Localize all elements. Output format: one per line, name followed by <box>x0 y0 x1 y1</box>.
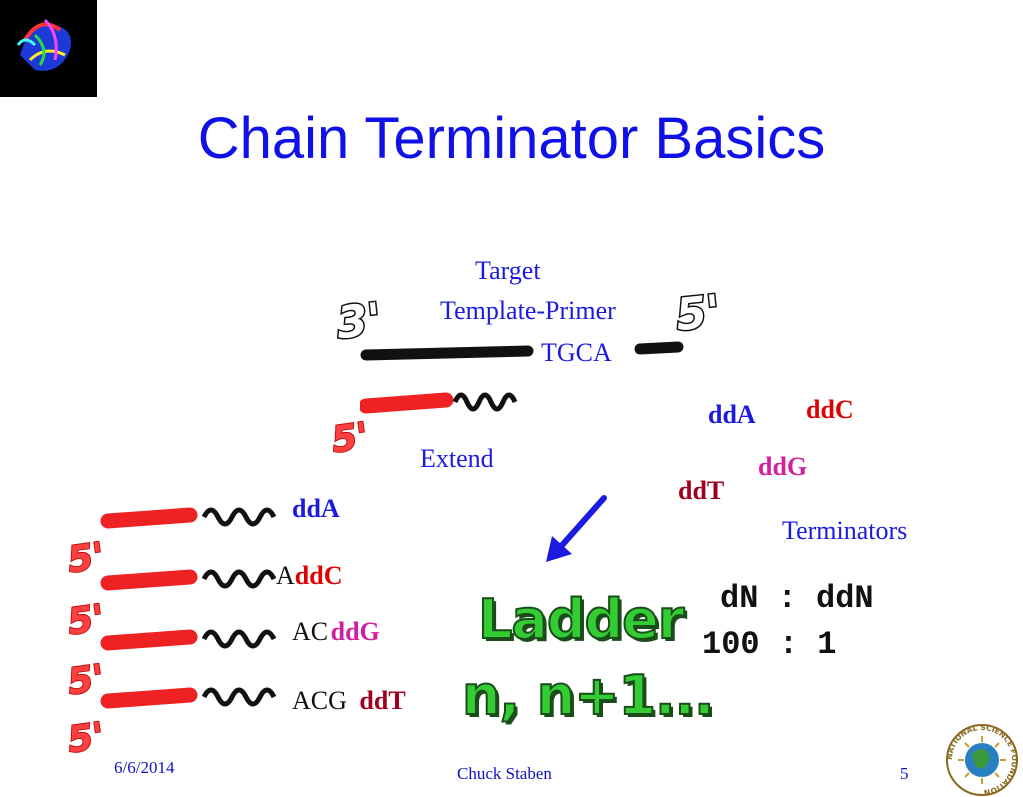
five-prime-primer-label: 5' <box>328 415 371 463</box>
ladder-row-2-prefix: A <box>276 561 295 590</box>
ladder-row-1: ddA <box>292 494 340 524</box>
five-prime-top-label: 5' <box>672 284 724 342</box>
terminator-ddg: ddG <box>758 452 808 481</box>
five-prime-ladder-1: 5' <box>64 535 107 583</box>
ladder-row-3-terminator: ddG <box>330 617 380 646</box>
terminators-label: Terminators <box>782 516 908 545</box>
footer-date: 6/6/2014 <box>114 758 175 777</box>
slide-title: Chain Terminator Basics <box>197 106 826 171</box>
ladder-heading: Ladder <box>477 587 685 652</box>
ladder-row-4: ACG ddT <box>292 686 406 716</box>
ladder-row-4-prefix: ACG <box>292 686 347 715</box>
terminator-ddc: ddC <box>806 395 854 424</box>
terminator-dda: ddA <box>708 400 756 429</box>
ratio-line-1: dN : ddN <box>720 580 874 617</box>
primer-strand <box>360 392 518 414</box>
template-primer-label: Template-Primer <box>440 296 616 325</box>
ladder-row-1-terminator: ddA <box>292 494 340 523</box>
extend-label: Extend <box>420 444 494 473</box>
ladder-row-3-prefix: AC <box>292 617 329 646</box>
ladder-row-4-terminator: ddT <box>359 686 406 715</box>
target-label: Target <box>475 256 541 285</box>
ladder-row-3: AC ddG <box>292 617 380 647</box>
ladder-strands <box>100 507 277 709</box>
tgca-label: TGCA <box>541 338 612 367</box>
five-prime-ladder-3: 5' <box>64 657 107 705</box>
five-prime-ladder-4: 5' <box>64 715 107 763</box>
terminator-ddt: ddT <box>678 476 725 505</box>
ladder-subheading: n, n+1... <box>461 663 716 728</box>
footer-page-number: 5 <box>900 764 909 783</box>
nsf-logo: NATIONAL SCIENCE FOUNDATION <box>945 723 1019 797</box>
footer-author: Chuck Staben <box>457 764 552 783</box>
ratio-line-2: 100 : 1 <box>702 626 837 663</box>
ladder-row-2-terminator: ddC <box>294 561 343 590</box>
ladder-row-2: AddC <box>276 561 342 591</box>
protein-structure-image <box>0 0 97 97</box>
template-strand <box>360 341 684 361</box>
five-prime-ladder-2: 5' <box>64 597 107 645</box>
arrow-icon <box>546 495 607 562</box>
